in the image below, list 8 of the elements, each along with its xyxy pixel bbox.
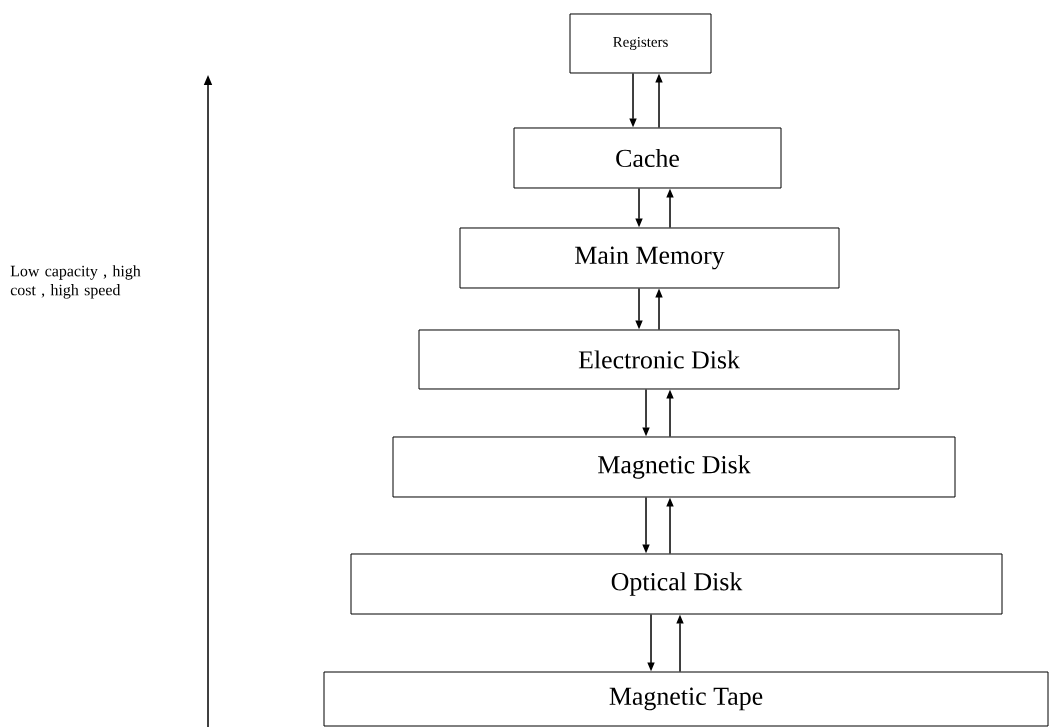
memory-box: Registers <box>569 13 712 74</box>
memory-box: Magnetic Disk <box>392 436 956 498</box>
memory-box: Magnetic Tape <box>323 671 1049 727</box>
memory-box: Electronic Disk <box>418 329 900 390</box>
memory-box: Optical Disk <box>350 553 1003 615</box>
memory-box: Main Memory <box>459 227 840 289</box>
axis-caption: Low capacity , high cost , high speed <box>10 265 141 299</box>
memory-box: Cache <box>513 127 782 189</box>
